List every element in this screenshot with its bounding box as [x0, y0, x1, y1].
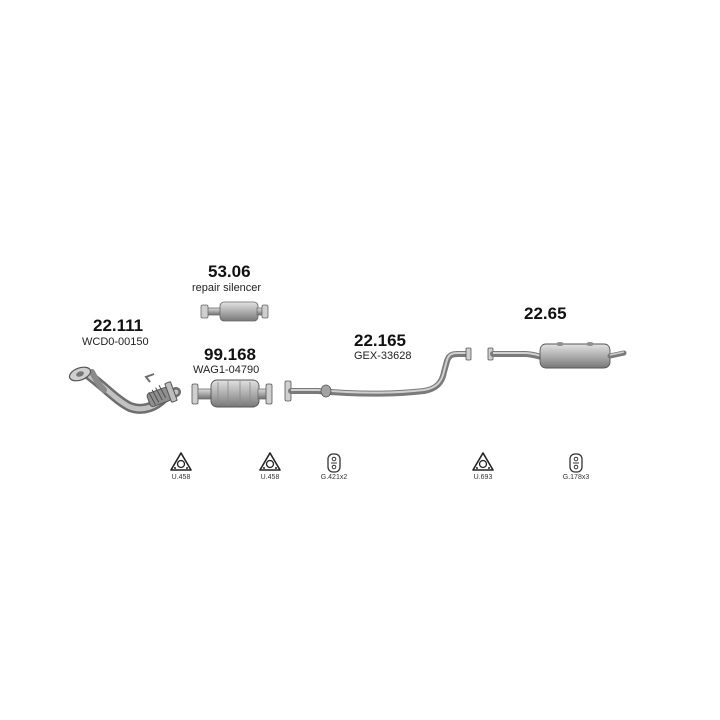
front-pipe-part: [68, 366, 181, 414]
hardware-code-gasket-2: U.458: [260, 474, 280, 481]
hardware-code-gasket-1: U.458: [171, 474, 191, 481]
part-number-catalytic-converter: 99.168: [204, 345, 256, 364]
part-ref-catalytic-converter: WAG1-04790: [193, 364, 260, 376]
hardware-code-hanger-1: G.421x2: [320, 474, 348, 481]
part-number-middle-pipe: 22.165: [354, 331, 406, 350]
part-number-rear-silencer: 22.65: [524, 304, 567, 323]
part-number-repair-silencer: 53.06: [208, 262, 251, 281]
part-ref-repair-silencer: repair silencer: [192, 282, 262, 294]
hardware-code-gasket-3: U.693: [473, 474, 493, 481]
part-ref-front-pipe: WCD0-00150: [82, 336, 149, 348]
repair-silencer-part: [200, 301, 269, 322]
hardware-code-hanger-2: G.178x3: [562, 474, 590, 481]
catalytic-converter-part: [191, 379, 273, 408]
rubber-hanger-icon: [327, 453, 341, 473]
part-number-front-pipe: 22.111: [93, 316, 144, 335]
rear-silencer-part: [487, 342, 627, 369]
gasket-icon: [170, 452, 192, 471]
part-ref-middle-pipe: GEX-33628: [354, 350, 412, 362]
middle-pipe-part: [284, 347, 472, 402]
rubber-hanger-icon: [569, 453, 583, 473]
gasket-icon: [259, 452, 281, 471]
gasket-icon: [472, 452, 494, 471]
